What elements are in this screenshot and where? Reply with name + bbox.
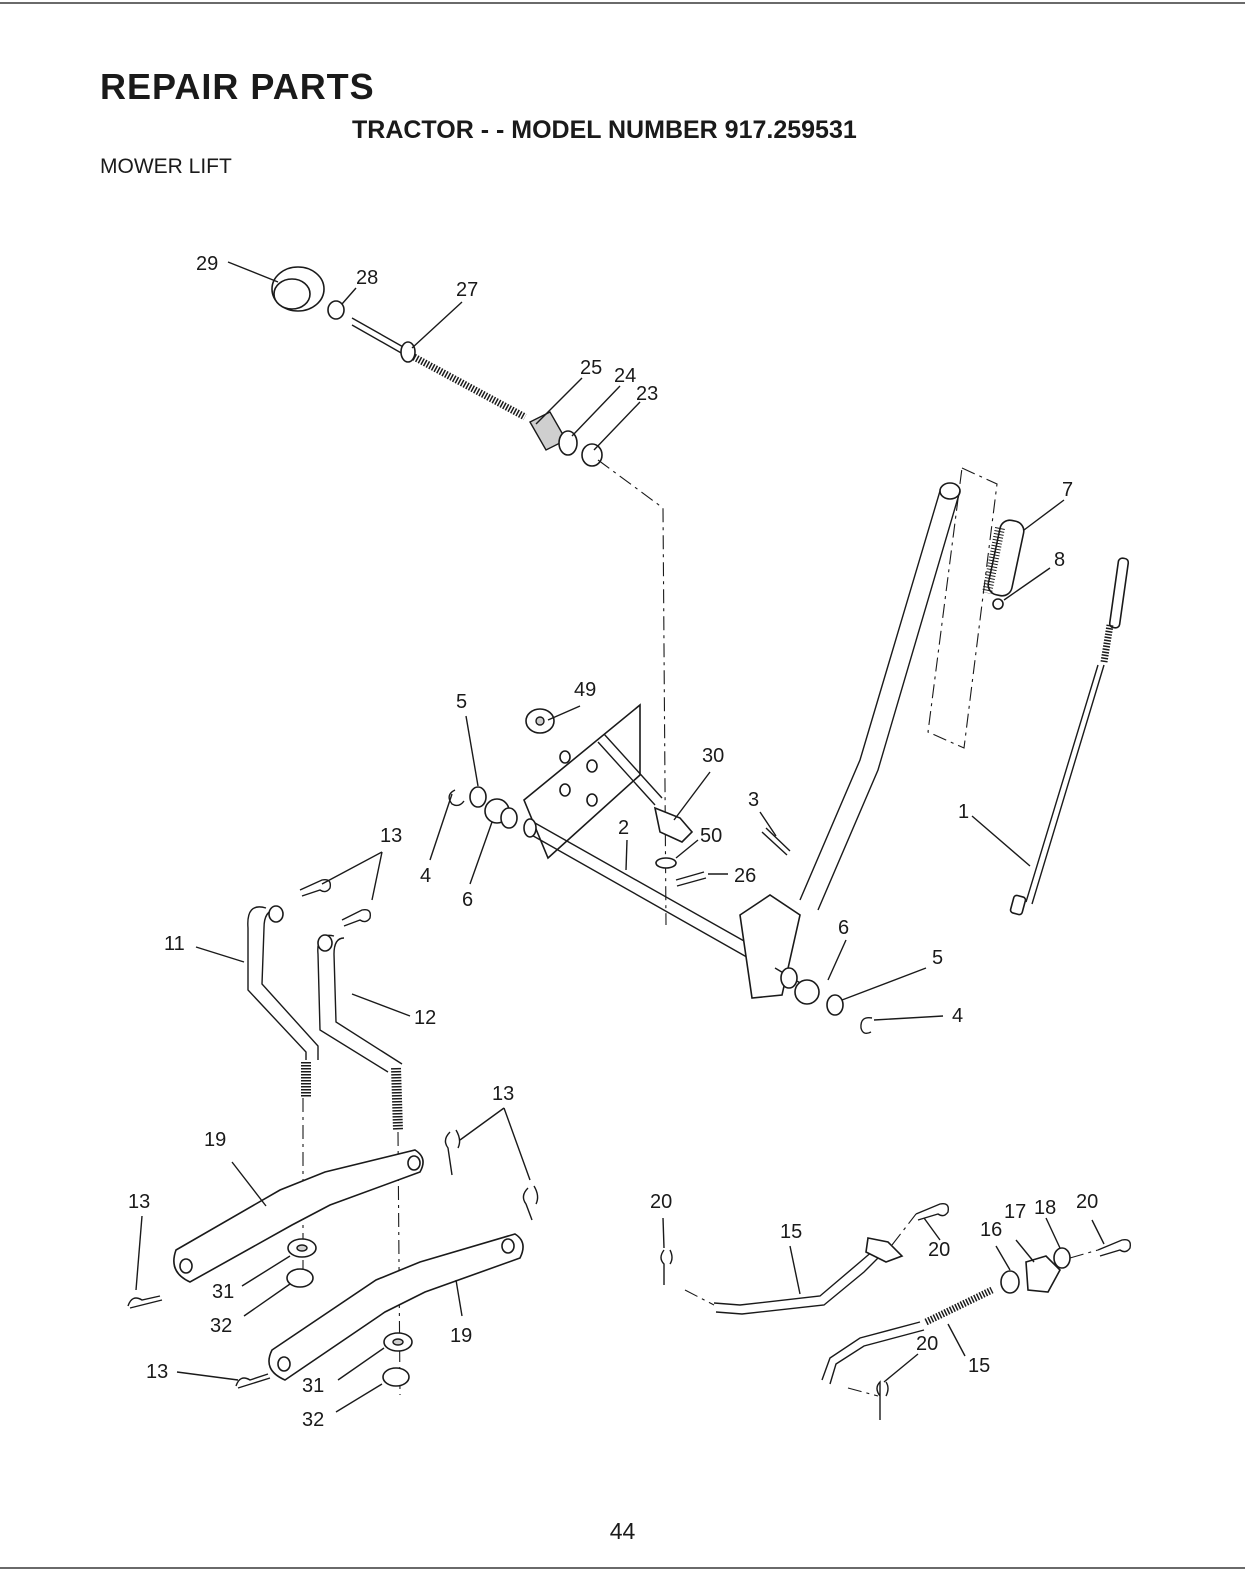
callout-49: 49 xyxy=(574,679,596,701)
part-hairpin-arm-1 xyxy=(445,1130,459,1175)
part-lift-link-left xyxy=(248,906,318,1098)
callout-20-lower: 20 xyxy=(916,1333,938,1355)
callout-19-upper: 19 xyxy=(204,1129,226,1151)
callout-5-lower: 5 xyxy=(932,947,943,969)
part-nut-lower xyxy=(383,1368,409,1386)
assembly-line-rod-2 xyxy=(892,1214,916,1245)
part-lift-shaft xyxy=(524,819,812,998)
part-washer-16 xyxy=(1001,1271,1019,1293)
callout-1: 1 xyxy=(958,801,969,823)
part-lift-link-right xyxy=(318,935,402,1130)
part-hairpin-rod-1 xyxy=(661,1250,672,1285)
assembly-line-rod-3 xyxy=(1070,1250,1098,1258)
callout-18: 18 xyxy=(1034,1197,1056,1219)
part-roll-pin xyxy=(676,872,706,886)
callout-29: 29 xyxy=(196,253,218,275)
callout-6-lower: 6 xyxy=(838,917,849,939)
part-spring-washer-right xyxy=(827,995,843,1015)
callout-4-upper: 4 xyxy=(420,865,431,887)
callout-30: 30 xyxy=(702,745,724,767)
part-hex-nut xyxy=(582,444,602,466)
part-connecting-rod-lower xyxy=(822,1290,992,1384)
part-connecting-rod-upper xyxy=(714,1238,902,1314)
callout-4-lower: 4 xyxy=(952,1005,963,1027)
callout-20-right: 20 xyxy=(1076,1191,1098,1213)
callout-27: 27 xyxy=(456,279,478,301)
part-ball xyxy=(993,599,1003,609)
part-lift-handle xyxy=(800,483,960,910)
callout-31-upper: 31 xyxy=(212,1281,234,1303)
part-spring-washer-left xyxy=(470,787,486,807)
callout-3: 3 xyxy=(748,789,759,811)
callout-16: 16 xyxy=(980,1219,1002,1241)
callout-32-lower: 32 xyxy=(302,1409,324,1431)
callout-13-upper: 13 xyxy=(380,825,402,847)
part-knob xyxy=(272,267,324,311)
callout-15-upper: 15 xyxy=(780,1221,802,1243)
part-bearing-right xyxy=(781,968,819,1004)
part-lock-washer xyxy=(656,858,676,868)
callout-31-lower: 31 xyxy=(302,1375,324,1397)
callout-50: 50 xyxy=(700,825,722,847)
assembly-line xyxy=(598,460,666,925)
part-hairpin-right xyxy=(861,1018,872,1034)
part-hairpin-arm-2 xyxy=(523,1186,537,1220)
callout-15-lower: 15 xyxy=(968,1355,990,1377)
callout-8: 8 xyxy=(1054,549,1065,571)
assembly-line-rod-1 xyxy=(685,1290,714,1305)
callout-32-upper: 32 xyxy=(210,1315,232,1337)
callout-20-left: 20 xyxy=(650,1191,672,1213)
callout-19-lower: 19 xyxy=(450,1325,472,1347)
callout-17: 17 xyxy=(1004,1201,1026,1223)
callout-11: 11 xyxy=(164,933,185,955)
callout-24: 24 xyxy=(614,365,636,387)
callout-13-lower: 13 xyxy=(146,1361,168,1383)
callout-26: 26 xyxy=(734,865,756,887)
callout-6-upper: 6 xyxy=(462,889,473,911)
part-nut-18 xyxy=(1054,1248,1070,1268)
part-adjuster-block xyxy=(655,808,692,842)
callout-7: 7 xyxy=(1062,479,1073,501)
callout-2: 2 xyxy=(618,817,629,839)
part-lift-rod xyxy=(352,318,525,417)
part-flange-bushing xyxy=(526,709,554,733)
part-hairpin-rod-4 xyxy=(877,1382,888,1420)
part-hairpin-rod-2 xyxy=(916,1204,948,1220)
part-handle-grip xyxy=(986,518,1025,597)
callout-20-center: 20 xyxy=(928,1239,950,1261)
part-key xyxy=(762,828,790,855)
part-bushing-upper xyxy=(288,1239,316,1257)
part-bearing-left xyxy=(485,799,517,828)
callout-13-middle: 13 xyxy=(492,1083,514,1105)
callout-5-upper: 5 xyxy=(456,691,467,713)
part-nut xyxy=(328,301,344,319)
assembly-line-rod-4 xyxy=(848,1388,878,1396)
part-lift-arm-upper xyxy=(174,1150,423,1282)
part-hairpin-top-2 xyxy=(342,910,370,926)
part-bushing-lower xyxy=(384,1333,412,1351)
callout-28: 28 xyxy=(356,267,378,289)
assembly-box xyxy=(928,468,997,748)
part-hairpin-arm-4 xyxy=(236,1374,270,1388)
callout-13-left: 13 xyxy=(128,1191,150,1213)
part-cable xyxy=(1010,558,1129,916)
part-hairpin-arm-3 xyxy=(128,1296,162,1308)
parts-drawing xyxy=(128,267,1130,1420)
callout-12: 12 xyxy=(414,1007,436,1029)
bottom-rule xyxy=(0,1567,1245,1569)
page-number: 44 xyxy=(0,1518,1245,1545)
part-nut-upper xyxy=(287,1269,313,1287)
callout-23: 23 xyxy=(636,383,658,405)
callout-25: 25 xyxy=(580,357,602,379)
